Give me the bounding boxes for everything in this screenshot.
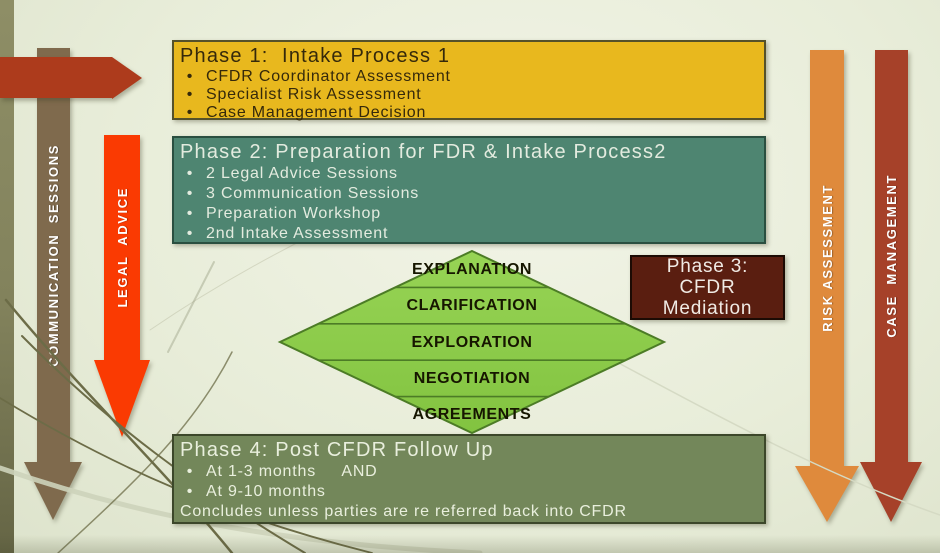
risk-assessment-label: RISK ASSESSMENT: [819, 184, 835, 332]
phase1-bullet: CFDR Coordinator Assessment: [206, 68, 451, 85]
phase2-bullet: 3 Communication Sessions: [206, 185, 420, 202]
phase1-title: Phase 1: Intake Process 1: [180, 45, 451, 67]
decor-line: [167, 261, 215, 353]
phase2-box: Phase 2: Preparation for FDR & Intake Pr…: [172, 136, 766, 244]
list-item: 2nd Intake Assessment: [174, 224, 764, 244]
diamond-level-exploration: EXPLORATION: [411, 334, 533, 351]
risk-assessment-arrow-bar: RISK ASSESSMENT: [810, 50, 844, 466]
list-item: 2 Legal Advice Sessions: [174, 164, 764, 184]
right-arrowhead-icon: [112, 57, 142, 99]
list-item: At 9-10 months: [174, 482, 764, 502]
phase2-bullet: Preparation Workshop: [206, 205, 381, 222]
list-item: At 1-3 months AND: [174, 462, 764, 482]
down-arrowhead-icon: [24, 462, 82, 520]
list-item: 3 Communication Sessions: [174, 184, 764, 204]
list-item: Case Management Decision: [174, 104, 764, 122]
case-management-arrow-bar: CASE MANAGEMENT: [875, 50, 908, 462]
diamond-shape: [277, 249, 667, 435]
list-item: Preparation Workshop: [174, 204, 764, 224]
phase1-box: Phase 1: Intake Process 1 CFDR Coordinat…: [172, 40, 766, 122]
phase4-box: Phase 4: Post CFDR Follow Up At 1-3 mont…: [172, 434, 766, 524]
phase3-box: Phase 3: CFDR Mediation: [630, 255, 785, 320]
bottom-shadow: [0, 535, 940, 553]
phase1-bullet: Specialist Risk Assessment: [206, 86, 422, 103]
legal-advice-arrow-bar: LEGAL ADVICE: [104, 135, 140, 360]
phase2-bullet: 2nd Intake Assessment: [206, 225, 389, 242]
communication-sessions-label: COMMUNICATION SESSIONS: [46, 143, 61, 367]
phase3-line: CFDR: [679, 277, 736, 298]
communication-sessions-arrow-bar: COMMUNICATION SESSIONS: [37, 48, 70, 462]
intake-entry-arrow-bar: [0, 57, 112, 98]
down-arrowhead-icon: [94, 360, 150, 437]
list-item: Specialist Risk Assessment: [174, 86, 764, 104]
case-management-label: CASE MANAGEMENT: [884, 174, 899, 338]
legal-advice-label: LEGAL ADVICE: [114, 187, 130, 308]
diamond-level-explanation: EXPLANATION: [411, 261, 533, 278]
phase1-bullet: Case Management Decision: [206, 104, 427, 121]
phase3-line: Phase 3:: [666, 256, 749, 277]
phase4-bullet: At 1-3 months AND: [206, 463, 378, 480]
diamond-level-clarification: CLARIFICATION: [406, 297, 538, 314]
phase2-title: Phase 2: Preparation for FDR & Intake Pr…: [180, 141, 667, 163]
down-arrowhead-icon: [795, 466, 859, 522]
diamond-level-agreements: AGREEMENTS: [412, 406, 532, 423]
phase2-bullet: 2 Legal Advice Sessions: [206, 165, 398, 182]
phase4-title: Phase 4: Post CFDR Follow Up: [180, 439, 494, 461]
phase4-footer: Concludes unless parties are re referred…: [180, 503, 627, 520]
left-edge-bar: [0, 0, 14, 553]
phase4-bullet: At 9-10 months: [206, 483, 326, 500]
phase3-line: Mediation: [662, 298, 753, 319]
list-item: CFDR Coordinator Assessment: [174, 68, 764, 86]
diamond-level-negotiation: NEGOTIATION: [413, 370, 531, 387]
mediation-diamond: [277, 249, 667, 435]
down-arrowhead-icon: [860, 462, 922, 522]
